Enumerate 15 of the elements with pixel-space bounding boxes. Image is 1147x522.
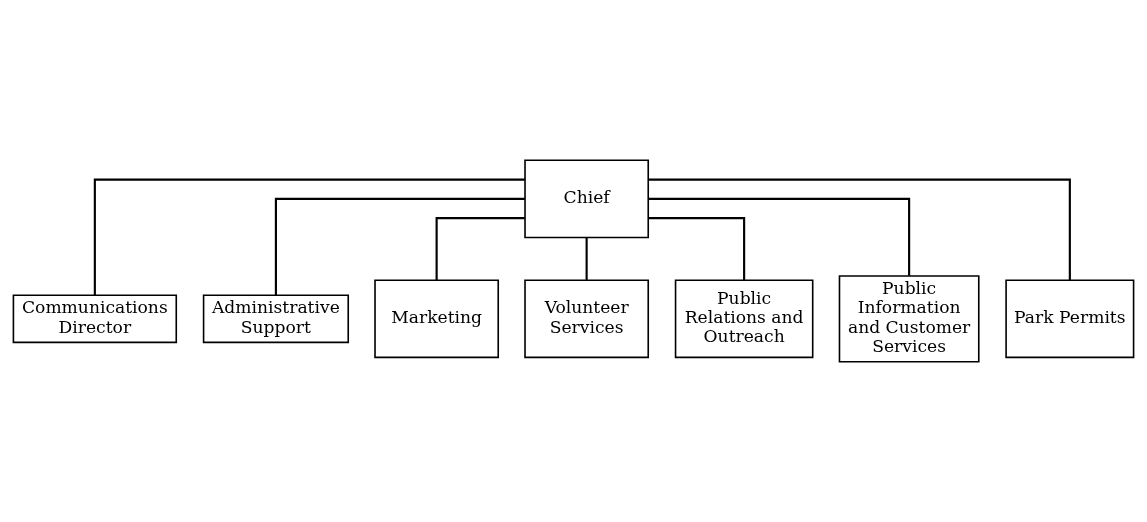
connector <box>648 178 1071 281</box>
node-box: Public Information and Customer Services <box>838 275 980 363</box>
connector <box>435 217 525 281</box>
connector <box>648 197 911 276</box>
node-box: Volunteer Services <box>524 279 650 359</box>
connector <box>274 197 525 296</box>
node-box: Park Permits <box>1005 279 1135 359</box>
node-box: Chief <box>524 159 650 239</box>
connector <box>648 217 746 281</box>
node-box: Public Relations and Outreach <box>674 279 814 359</box>
node-box: Communications Director <box>12 294 178 344</box>
connector <box>93 178 525 296</box>
connector <box>585 237 588 280</box>
node-box: Marketing <box>374 279 500 359</box>
node-box: Administrative Support <box>202 294 350 344</box>
